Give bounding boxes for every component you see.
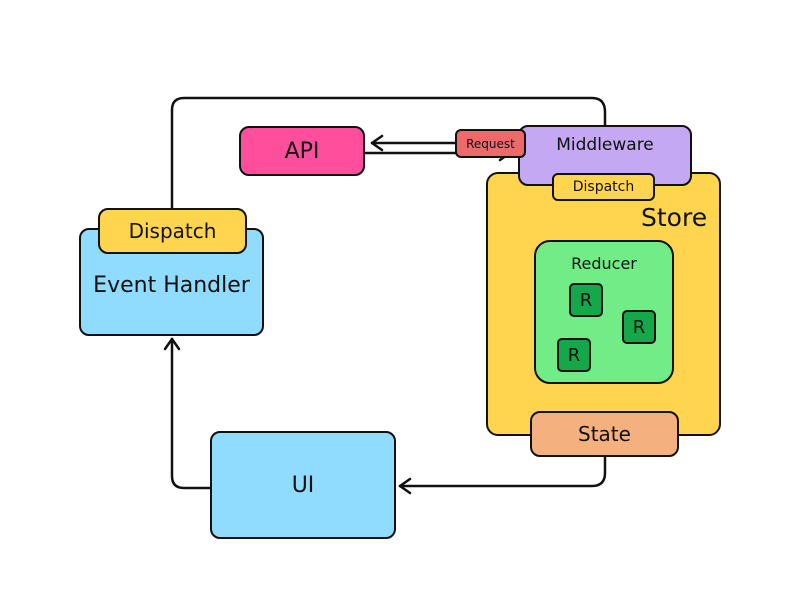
middleware-dispatch-label: Dispatch — [572, 179, 635, 195]
state-box: State — [530, 411, 679, 457]
reducer-item: R — [622, 310, 656, 344]
event-dispatch-label: Dispatch — [128, 219, 217, 243]
event-dispatch-box: Dispatch — [98, 208, 247, 254]
reducer-item: R — [557, 338, 591, 372]
ui-label: UI — [291, 472, 315, 498]
api-label: API — [284, 138, 320, 164]
middleware-label: Middleware — [556, 135, 654, 155]
reducer-label: Reducer — [571, 254, 637, 273]
state-to-ui-arrow — [398, 455, 607, 488]
store-label: Store — [641, 203, 708, 232]
state-label: State — [578, 422, 631, 446]
ui-to-event-handler-arrow — [170, 337, 212, 490]
middleware-dispatch-box: Dispatch — [552, 173, 655, 201]
request-label: Request — [466, 136, 515, 151]
ui-box: UI — [210, 431, 396, 539]
dispatch-to-middleware-connector — [170, 96, 607, 210]
reducer-item: R — [569, 283, 603, 317]
event-handler-label: Event Handler — [93, 273, 250, 298]
api-box: API — [239, 126, 365, 176]
request-box: Request — [455, 129, 526, 158]
